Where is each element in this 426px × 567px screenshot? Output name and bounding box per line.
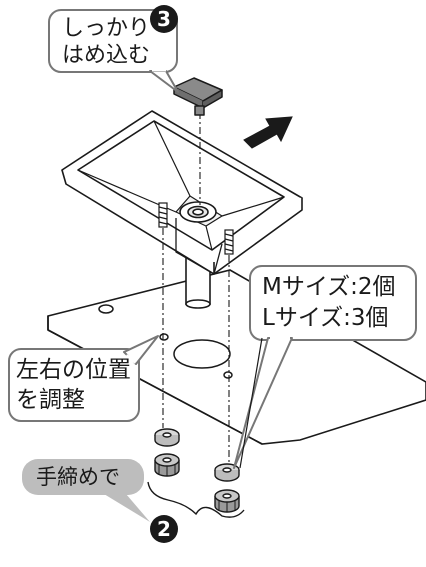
snap-in-text: しっかり はめ込む [62,15,150,69]
callout-bubble-hand-tighten [22,459,150,522]
nut-icon [214,489,240,513]
hand-tighten-text: 手締めで [36,465,120,489]
washer-icon [154,428,180,447]
snap-in-line1: しっかり [62,16,151,41]
sizes-line1: Mサイズ:2個 [262,274,396,300]
step-badge-hand-tighten: 2 [150,515,178,543]
sizes-text: Mサイズ:2個 Lサイズ:3個 [262,272,396,334]
basin-icon [61,110,303,275]
threaded-studs [158,202,234,255]
alignment-lines [162,112,230,462]
arrow-icon [243,116,293,149]
sizes-leader [239,337,263,469]
step-badge-snap-in: 3 [150,5,178,33]
adjust-line2: を調整 [16,387,85,413]
sizes-line2: Lサイズ:3個 [262,305,389,331]
callout-bubble-sizes [233,265,417,469]
snap-in-line2: はめ込む [62,43,151,68]
callout-bubble-adjust [8,335,159,422]
callout-bubble-snap-in [48,9,179,93]
plate-holes [98,304,233,379]
adjust-line1: 左右の位置 [16,357,131,383]
grouping-brace [147,481,245,518]
cap-icon [173,77,223,116]
nut-icon [154,453,180,477]
washer-icon [214,463,240,482]
adjust-text: 左右の位置 を調整 [16,355,131,415]
